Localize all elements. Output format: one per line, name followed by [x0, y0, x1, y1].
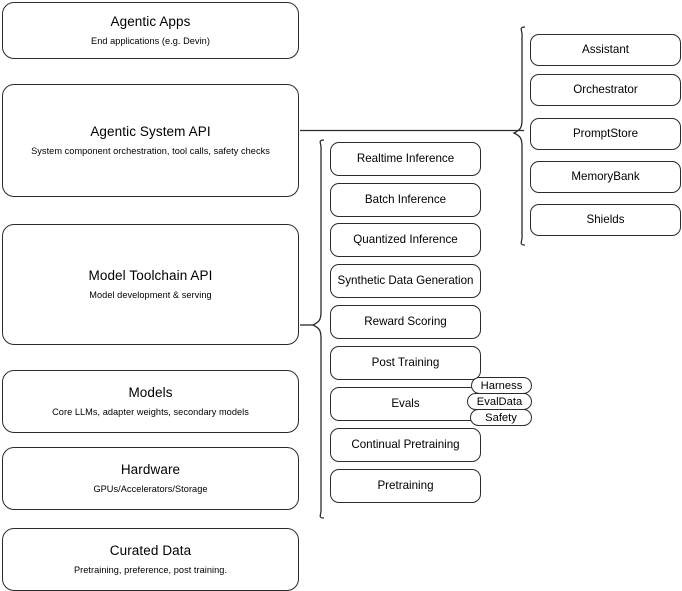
capability-synthetic-data-generation[interactable]: Synthetic Data Generation: [330, 264, 481, 298]
layer-model-toolchain-api[interactable]: Model Toolchain API Model development & …: [2, 224, 299, 345]
layer-agentic-system-api[interactable]: Agentic System API System component orch…: [2, 84, 299, 197]
eval-subcomponent-label: Harness: [480, 379, 523, 392]
eval-subcomponent-evaldata[interactable]: EvalData: [467, 393, 532, 410]
system-component-orchestrator[interactable]: Orchestrator: [530, 74, 681, 106]
system-component-promptstore[interactable]: PromptStore: [530, 118, 681, 150]
layer-subtitle: GPUs/Accelerators/Storage: [93, 483, 208, 494]
layer-title: Model Toolchain API: [88, 267, 213, 283]
layer-title: Agentic System API: [90, 123, 211, 139]
capability-label: Batch Inference: [364, 192, 447, 206]
system-component-assistant[interactable]: Assistant: [530, 34, 681, 66]
layer-title: Hardware: [120, 461, 181, 477]
system-component-label: PromptStore: [572, 126, 639, 140]
capability-evals[interactable]: Evals: [330, 387, 481, 421]
layer-agentic-apps[interactable]: Agentic Apps End applications (e.g. Devi…: [2, 2, 299, 59]
capability-pretraining[interactable]: Pretraining: [330, 469, 481, 503]
capability-label: Reward Scoring: [364, 314, 447, 328]
capability-label: Evals: [391, 396, 420, 410]
layer-subtitle: Model development & serving: [89, 289, 212, 300]
capability-post-training[interactable]: Post Training: [330, 346, 481, 380]
layer-title: Models: [128, 384, 173, 400]
capability-label: Synthetic Data Generation: [337, 273, 474, 287]
eval-subcomponent-harness[interactable]: Harness: [471, 377, 532, 394]
capability-label: Realtime Inference: [356, 151, 455, 165]
capability-quantized-inference[interactable]: Quantized Inference: [330, 223, 481, 257]
brace-toolchain-capabilities: [311, 139, 325, 519]
system-component-label: Assistant: [581, 42, 630, 56]
eval-subcomponent-label: Safety: [485, 411, 517, 424]
system-component-memorybank[interactable]: MemoryBank: [530, 161, 681, 193]
layer-models[interactable]: Models Core LLMs, adapter weights, secon…: [2, 370, 299, 433]
brace-system-components: [512, 26, 526, 246]
layer-curated-data[interactable]: Curated Data Pretraining, preference, po…: [2, 528, 299, 591]
system-component-label: Shields: [586, 212, 625, 226]
layer-subtitle: Core LLMs, adapter weights, secondary mo…: [52, 406, 249, 417]
eval-subcomponent-label: EvalData: [476, 395, 523, 408]
layer-title: Curated Data: [109, 542, 192, 558]
capability-label: Post Training: [371, 355, 440, 369]
system-component-label: MemoryBank: [571, 169, 640, 183]
capability-label: Continual Pretraining: [351, 437, 460, 451]
eval-subcomponent-safety[interactable]: Safety: [470, 409, 532, 426]
capability-reward-scoring[interactable]: Reward Scoring: [330, 305, 481, 339]
layer-hardware[interactable]: Hardware GPUs/Accelerators/Storage: [2, 447, 299, 510]
capability-label: Pretraining: [377, 478, 434, 492]
capability-realtime-inference[interactable]: Realtime Inference: [330, 142, 481, 176]
system-component-shields[interactable]: Shields: [530, 204, 681, 236]
capability-batch-inference[interactable]: Batch Inference: [330, 183, 481, 217]
layer-subtitle: Pretraining, preference, post training.: [73, 564, 228, 575]
layer-subtitle: End applications (e.g. Devin): [91, 35, 210, 46]
system-component-label: Orchestrator: [573, 82, 638, 96]
capability-label: Quantized Inference: [353, 232, 458, 246]
layer-title: Agentic Apps: [110, 13, 191, 29]
layer-subtitle: System component orchestration, tool cal…: [31, 145, 270, 156]
capability-continual-pretraining[interactable]: Continual Pretraining: [330, 428, 481, 462]
